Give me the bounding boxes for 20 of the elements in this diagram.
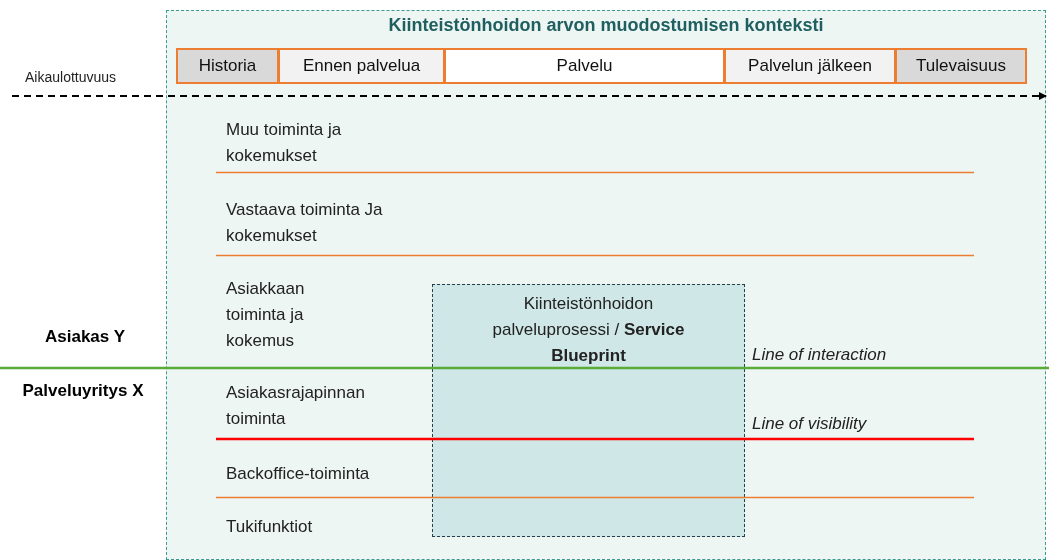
phase-box: Historia	[176, 48, 279, 84]
lane-label: Backoffice-toiminta	[226, 463, 371, 485]
phase-box: Tulevaisuus	[895, 48, 1027, 84]
lane-label: Muu toiminta ja kokemukset	[226, 119, 343, 167]
lane-label: Vastaava toiminta Ja kokemukset	[226, 199, 384, 247]
phase-box: Ennen palvelua	[278, 48, 445, 84]
actor-label: Palveluyritys X	[21, 380, 145, 402]
axis-label: Aikaulottuvuus	[25, 68, 118, 87]
blueprint-box	[432, 284, 745, 537]
panel-title: Kiinteistönhoidon arvon muodostumisen konteksti	[387, 15, 825, 36]
lane-label: Asiakasrajapinnan toiminta	[226, 382, 366, 430]
phase-box: Palvelun jälkeen	[724, 48, 896, 84]
context-panel	[166, 10, 1046, 560]
actor-label: Asiakas Y	[44, 326, 126, 348]
blueprint-title: Kiinteistönhoidon palveluprosessi / Service Blueprint	[491, 293, 686, 367]
line-label: Line of interaction	[752, 344, 888, 366]
lane-label: Asiakkaan toiminta ja kokemus	[226, 278, 306, 352]
phase-box: Palvelu	[444, 48, 725, 84]
lane-label: Tukifunktiot	[226, 516, 314, 538]
line-label: Line of visibility	[752, 413, 868, 435]
